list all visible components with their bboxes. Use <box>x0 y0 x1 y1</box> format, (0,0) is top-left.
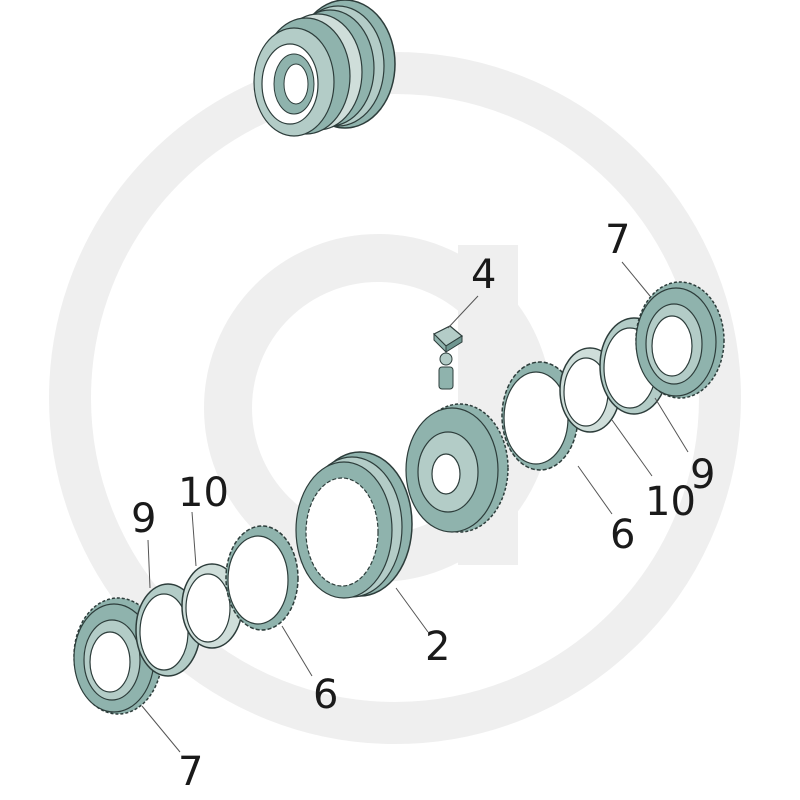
sliding-sleeve <box>295 451 413 599</box>
callout-10-left: 10 <box>178 470 229 516</box>
synchronizer-hub <box>405 403 509 533</box>
callout-7-bottom: 7 <box>178 749 203 795</box>
callout-9-right: 9 <box>690 452 715 498</box>
detent-assembly <box>432 325 464 390</box>
gear-ring-right <box>635 281 725 399</box>
callout-6-right: 6 <box>610 512 635 558</box>
callout-6-left: 6 <box>313 672 338 718</box>
sync-ring-left <box>225 525 299 631</box>
callout-labels: 4 7 9 10 6 2 6 9 10 7 <box>131 217 715 795</box>
callout-9-left: 9 <box>131 496 156 542</box>
callout-7-top: 7 <box>605 217 630 263</box>
assembled-synchronizer <box>253 0 396 137</box>
callout-2: 2 <box>425 624 450 670</box>
leader-lines <box>141 261 689 753</box>
sync-ring-right <box>501 361 579 471</box>
callout-10-right: 10 <box>645 479 696 525</box>
callout-4: 4 <box>471 252 496 298</box>
